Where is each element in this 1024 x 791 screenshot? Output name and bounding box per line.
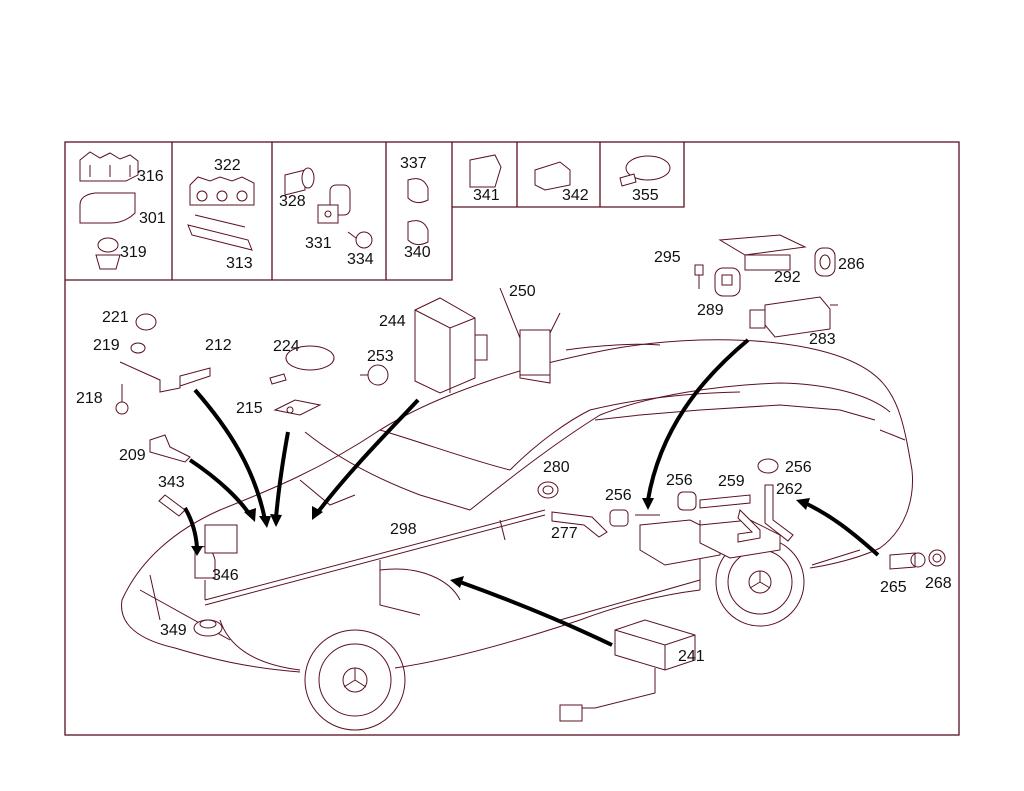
callout-221: 221 bbox=[102, 309, 129, 326]
front-wheel bbox=[304, 629, 406, 731]
callout-280: 280 bbox=[543, 459, 570, 476]
callout-341: 341 bbox=[473, 187, 500, 204]
part-256b bbox=[677, 491, 697, 511]
part-265 bbox=[889, 552, 926, 570]
part-221 bbox=[135, 313, 157, 331]
part-337 bbox=[407, 178, 429, 204]
part-301 bbox=[79, 192, 136, 224]
callout-334: 334 bbox=[347, 251, 374, 268]
callout-340: 340 bbox=[404, 244, 431, 261]
part-219 bbox=[130, 342, 146, 354]
part-342 bbox=[534, 161, 571, 191]
car-body bbox=[121, 339, 914, 673]
part-346 bbox=[194, 524, 238, 579]
callout-212: 212 bbox=[205, 337, 232, 354]
callout-328: 328 bbox=[279, 193, 306, 210]
part-319 bbox=[95, 237, 121, 270]
callout-262: 262 bbox=[776, 481, 803, 498]
callout-301: 301 bbox=[139, 210, 166, 227]
callout-295: 295 bbox=[654, 249, 681, 266]
leader-arrows bbox=[183, 338, 880, 647]
callout-219: 219 bbox=[93, 337, 120, 354]
part-295 bbox=[694, 264, 704, 289]
part-224 bbox=[269, 345, 335, 385]
part-349 bbox=[193, 619, 223, 637]
part-334 bbox=[347, 231, 373, 249]
callout-250: 250 bbox=[509, 283, 536, 300]
part-313 bbox=[187, 214, 253, 251]
callout-277: 277 bbox=[551, 525, 578, 542]
hose-298 bbox=[204, 509, 546, 606]
part-277 bbox=[551, 511, 608, 538]
part-316 bbox=[79, 151, 139, 182]
part-292 bbox=[718, 234, 807, 271]
part-286 bbox=[814, 247, 836, 277]
part-244 bbox=[414, 297, 488, 394]
callout-265: 265 bbox=[880, 579, 907, 596]
callout-289: 289 bbox=[697, 302, 724, 319]
callout-224: 224 bbox=[273, 338, 300, 355]
part-241 bbox=[559, 619, 696, 722]
part-340 bbox=[407, 220, 429, 246]
callout-209: 209 bbox=[119, 447, 146, 464]
callout-259: 259 bbox=[718, 473, 745, 490]
part-253 bbox=[360, 364, 389, 386]
callout-322: 322 bbox=[214, 157, 241, 174]
callout-355: 355 bbox=[632, 187, 659, 204]
callout-253: 253 bbox=[367, 348, 394, 365]
part-209 bbox=[149, 434, 191, 463]
callout-labels: 316 301 319 322 313 328 331 334 337 340 … bbox=[76, 155, 952, 665]
callout-268: 268 bbox=[925, 575, 952, 592]
part-250 bbox=[499, 287, 561, 384]
callout-286: 286 bbox=[838, 256, 865, 273]
callout-244: 244 bbox=[379, 313, 406, 330]
callout-346: 346 bbox=[212, 567, 239, 584]
callout-319: 319 bbox=[120, 244, 147, 261]
part-322 bbox=[189, 176, 255, 206]
part-218 bbox=[115, 384, 129, 415]
callout-256-right: 256 bbox=[785, 459, 812, 476]
callout-331: 331 bbox=[305, 235, 332, 252]
pump-assembly bbox=[635, 514, 781, 566]
part-259 bbox=[699, 494, 761, 543]
callout-349: 349 bbox=[160, 622, 187, 639]
part-283 bbox=[749, 296, 838, 338]
callout-241: 241 bbox=[678, 648, 705, 665]
part-341 bbox=[469, 154, 502, 188]
callout-313: 313 bbox=[226, 255, 253, 272]
callout-283: 283 bbox=[809, 331, 836, 348]
part-256a bbox=[609, 509, 629, 527]
part-289 bbox=[714, 267, 741, 297]
callout-215: 215 bbox=[236, 400, 263, 417]
part-215 bbox=[273, 399, 322, 416]
callout-298: 298 bbox=[390, 521, 417, 538]
diagram-frame bbox=[64, 141, 960, 736]
part-268 bbox=[928, 549, 946, 567]
callout-256-middle: 256 bbox=[666, 472, 693, 489]
part-355 bbox=[619, 155, 671, 187]
part-262 bbox=[764, 484, 794, 542]
callout-337: 337 bbox=[400, 155, 427, 172]
callout-218: 218 bbox=[76, 390, 103, 407]
callout-256-left: 256 bbox=[605, 487, 632, 504]
part-280 bbox=[537, 481, 559, 499]
callout-316: 316 bbox=[137, 168, 164, 185]
part-256c bbox=[757, 458, 779, 474]
part-343 bbox=[158, 494, 186, 517]
callout-292: 292 bbox=[774, 269, 801, 286]
part-212 bbox=[119, 361, 211, 393]
part-328 bbox=[284, 167, 315, 196]
callout-342: 342 bbox=[562, 187, 589, 204]
callout-343: 343 bbox=[158, 474, 185, 491]
part-331 bbox=[317, 184, 351, 224]
